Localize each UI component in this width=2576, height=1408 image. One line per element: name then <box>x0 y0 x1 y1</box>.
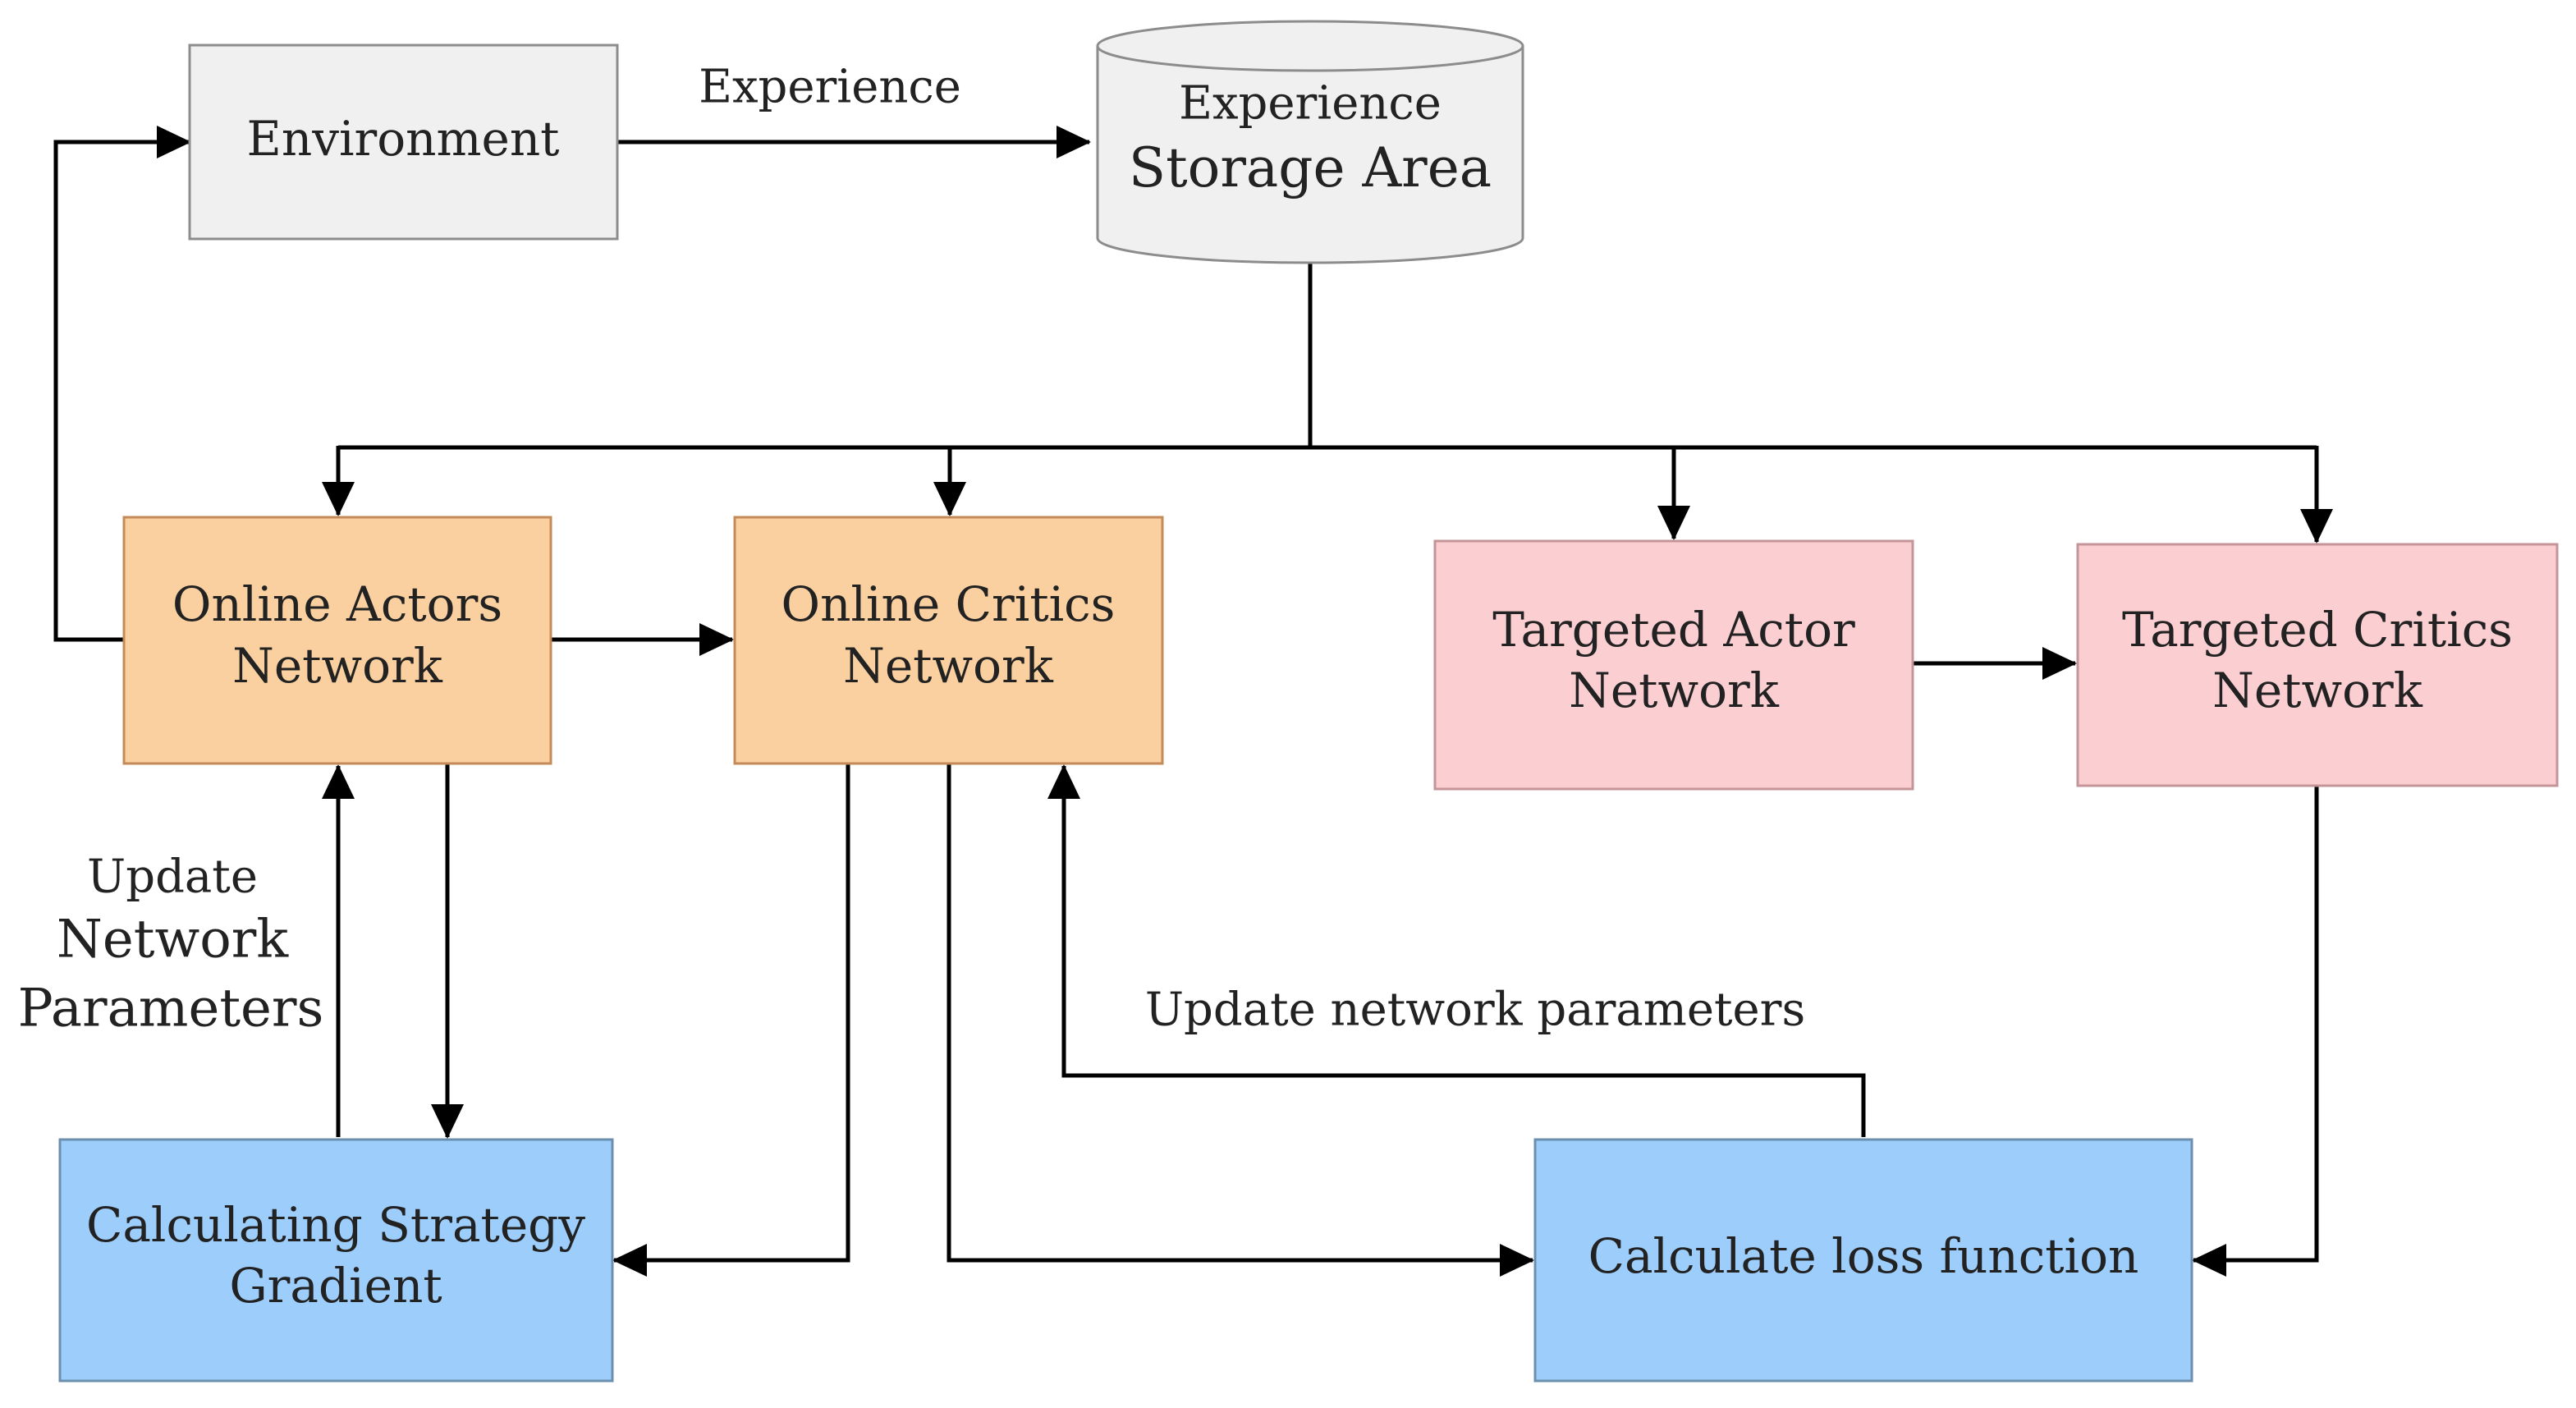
edge-loss-to-online-critics <box>1047 764 1866 1137</box>
environment-node: Environment <box>188 44 619 241</box>
online-critics-label-line1: Online Critics <box>782 576 1116 632</box>
loss-function-node: Calculate loss function <box>1533 1138 2193 1383</box>
targeted-actor-box <box>1433 539 1914 791</box>
targeted-critics-box <box>2076 543 2559 787</box>
online-actors-label-line2: Network <box>232 638 443 694</box>
strategy-gradient-node: Calculating Strategy Gradient <box>58 1138 614 1383</box>
edge-online-critics-to-gradient <box>612 764 850 1277</box>
targeted-actor-label-line1: Targeted Actor <box>1492 602 1855 658</box>
update-left-line2: Network <box>57 910 290 970</box>
online-critics-node: Online Critics Network <box>733 516 1164 765</box>
targeted-critics-label-line1: Targeted Critics <box>2122 602 2513 658</box>
edges <box>53 126 2333 1277</box>
environment-label: Environment <box>247 111 560 167</box>
strategy-gradient-label-line1: Calculating Strategy <box>86 1197 585 1253</box>
online-actors-box <box>122 516 552 765</box>
strategy-gradient-box <box>58 1138 614 1383</box>
storage-label-line2: Storage Area <box>1129 136 1492 200</box>
online-critics-box <box>733 516 1164 765</box>
edge-storage-bus <box>338 263 2317 450</box>
online-actors-label-line1: Online Actors <box>172 576 502 632</box>
environment-box <box>188 44 619 241</box>
targeted-actor-label-line2: Network <box>1569 663 1780 718</box>
edge-online-critics-to-loss <box>947 764 1534 1277</box>
targeted-critics-label-line2: Network <box>2212 663 2423 718</box>
storage-cylinder-top <box>1096 20 1524 72</box>
storage-cylinder-body <box>1096 46 1524 264</box>
loss-function-box <box>1533 1138 2193 1383</box>
update-network-parameters-right-label: Update network parameters <box>1145 984 1805 1037</box>
edge-online-actors-to-environment <box>53 126 191 642</box>
strategy-gradient-label-line2: Gradient <box>229 1258 442 1314</box>
update-network-parameters-left-label: Update Network Parameters <box>18 851 324 1039</box>
targeted-critics-node: Targeted Critics Network <box>2076 543 2559 787</box>
storage-label-line1: Experience <box>1179 77 1442 131</box>
online-actors-node: Online Actors Network <box>122 516 552 765</box>
targeted-actor-node: Targeted Actor Network <box>1433 539 1914 791</box>
update-left-line1: Update <box>87 851 258 904</box>
loss-function-label: Calculate loss function <box>1588 1228 2139 1284</box>
experience-edge-label: Experience <box>699 61 961 114</box>
edge-targeted-critics-to-loss <box>2192 786 2319 1277</box>
update-left-line3: Parameters <box>18 979 324 1039</box>
online-critics-label-line2: Network <box>843 638 1054 694</box>
experience-storage-node: Experience Storage Area <box>1096 20 1524 264</box>
